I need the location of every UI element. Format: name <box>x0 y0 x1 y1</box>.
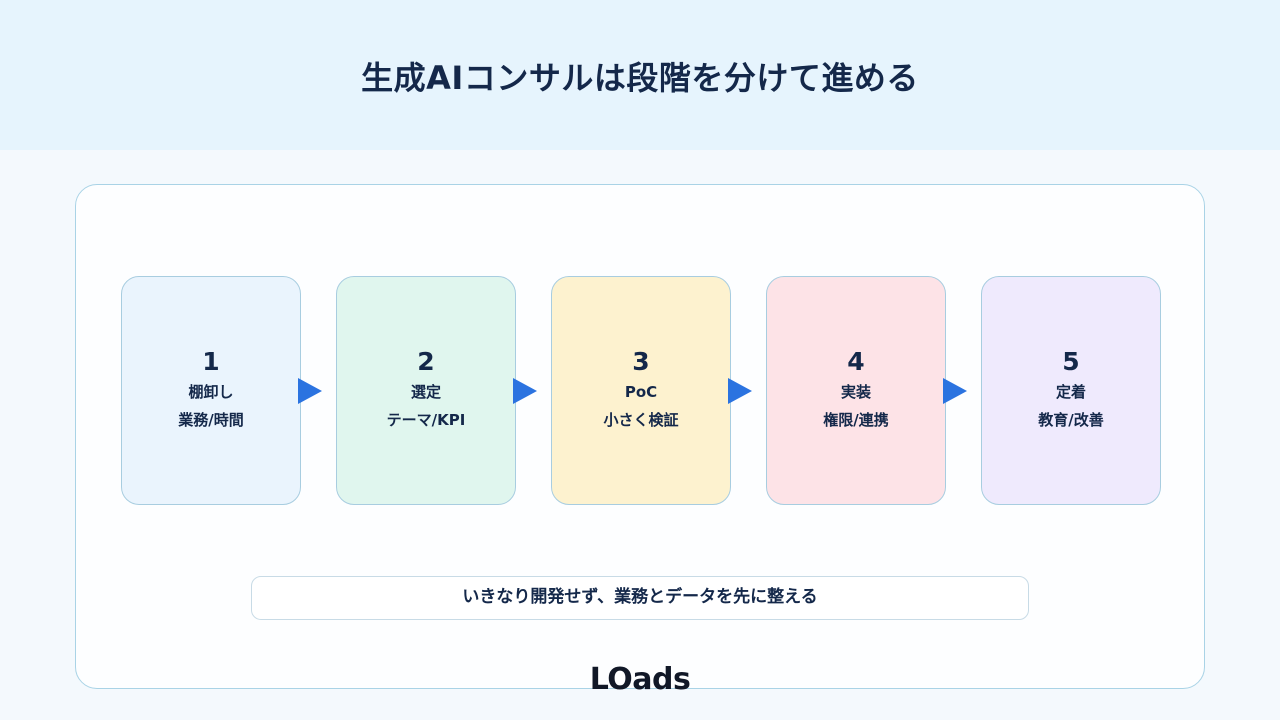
step-detail: 業務/時間 <box>178 410 244 429</box>
summary-note: いきなり開発せず、業務とデータを先に整える <box>251 576 1029 620</box>
step-card-1: 1 棚卸し 業務/時間 <box>121 276 301 505</box>
step-card-4: 4 実装 権限/連携 <box>766 276 946 505</box>
arrow-right-icon <box>943 378 967 404</box>
page-title: 生成AIコンサルは段階を分けて進める <box>361 59 919 97</box>
step-title: 棚卸し <box>188 382 234 401</box>
step-number: 5 <box>1062 346 1080 376</box>
step-title: 定着 <box>1055 382 1086 401</box>
step-card-5: 5 定着 教育/改善 <box>981 276 1161 505</box>
step-title: 選定 <box>410 382 441 401</box>
arrow-right-icon <box>298 378 322 404</box>
header-band <box>0 0 1280 150</box>
step-detail: 小さく検証 <box>603 410 679 429</box>
step-number: 3 <box>632 346 650 376</box>
step-title: 実装 <box>840 382 871 401</box>
step-number: 1 <box>202 346 220 376</box>
arrow-right-icon <box>728 378 752 404</box>
step-title: PoC <box>624 382 658 401</box>
step-detail: 権限/連携 <box>823 410 889 429</box>
step-card-2: 2 選定 テーマ/KPI <box>336 276 516 505</box>
step-detail: テーマ/KPI <box>386 410 466 429</box>
step-card-3: 3 PoC 小さく検証 <box>551 276 731 505</box>
step-detail: 教育/改善 <box>1038 410 1104 429</box>
step-number: 4 <box>847 346 865 376</box>
step-number: 2 <box>417 346 435 376</box>
arrow-right-icon <box>513 378 537 404</box>
brand-logo: LOads <box>589 662 691 697</box>
